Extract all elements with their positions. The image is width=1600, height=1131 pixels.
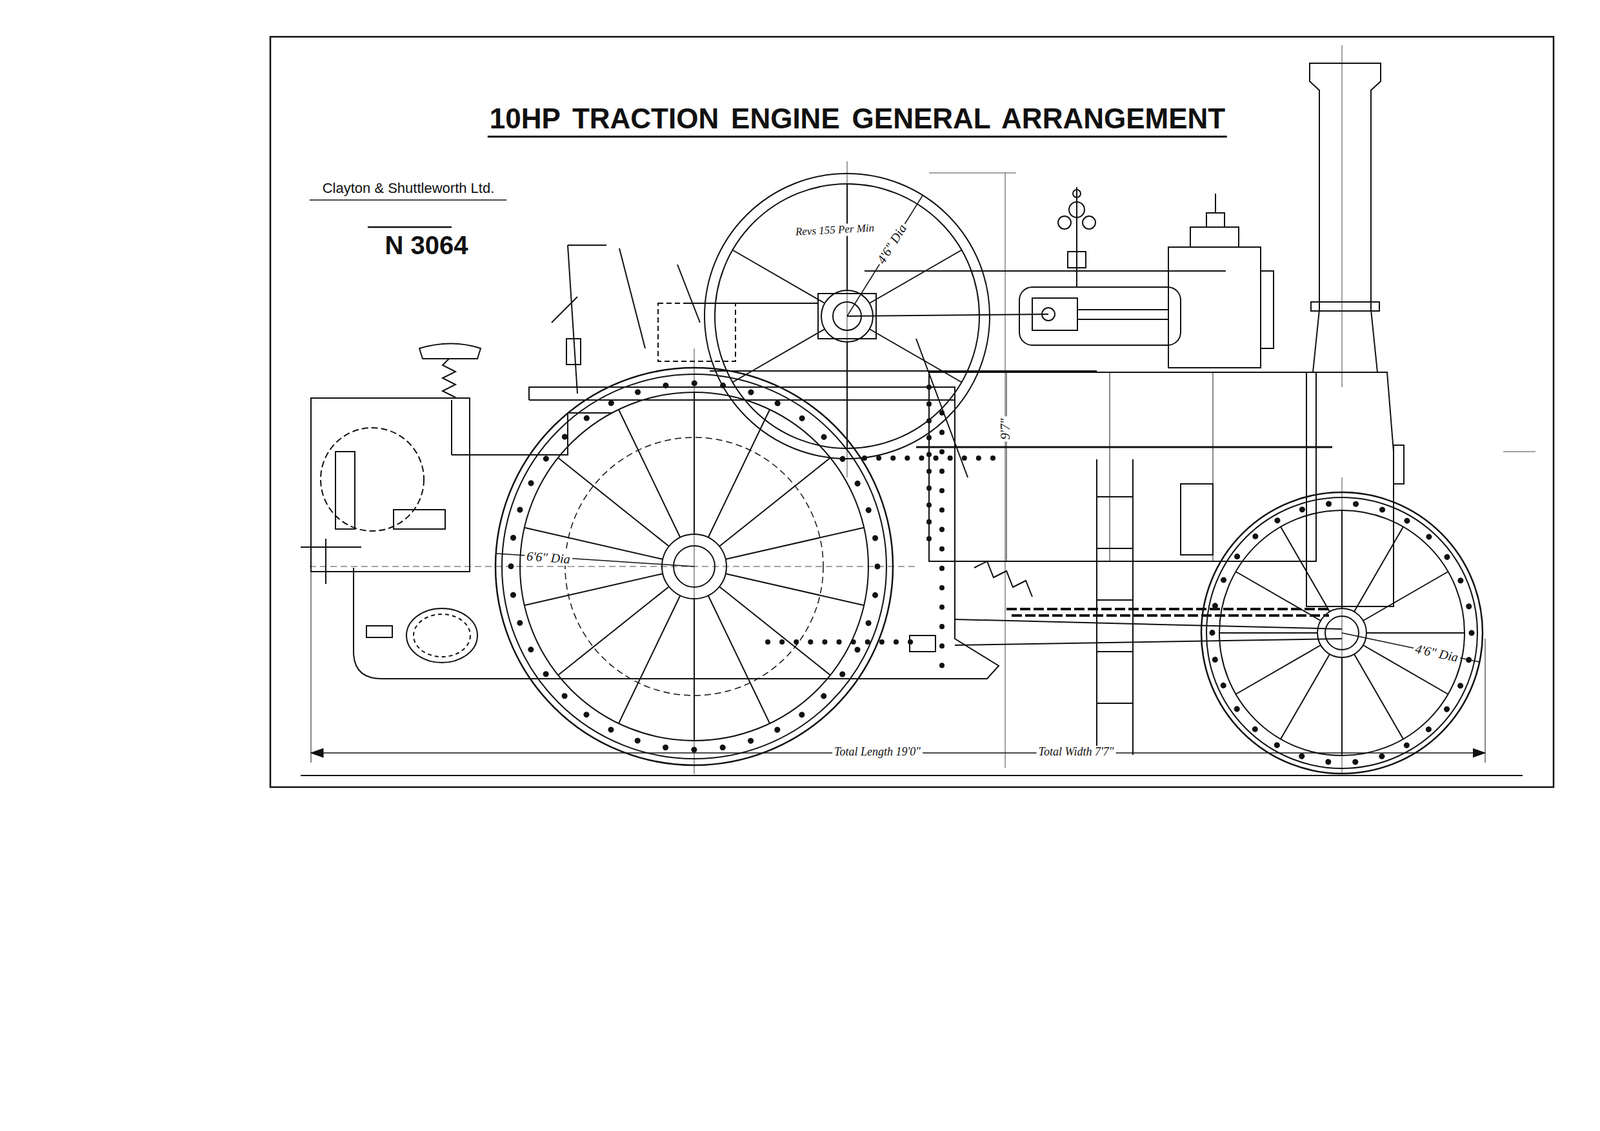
dimension-label: Total Length 19'0"	[832, 745, 923, 759]
dimension-label: 9'7"	[998, 416, 1013, 442]
dimension-label: Total Width 7'7"	[1036, 745, 1117, 759]
maker-name: Clayton & Shuttleworth Ltd.	[320, 180, 497, 197]
dimension-label: 4'6" Dia	[1412, 641, 1462, 666]
drawing-lines	[270, 36, 1554, 788]
drawing-number: N 3064	[383, 230, 471, 260]
drawing-title: 10HP TRACTION ENGINE GENERAL ARRANGEMENT	[487, 103, 1228, 138]
dimension-label: 6'6" Dia	[523, 548, 573, 566]
speed-note: Revs 155 Per Min	[792, 221, 877, 239]
dimension-label: 4'6" Dia	[872, 220, 911, 268]
